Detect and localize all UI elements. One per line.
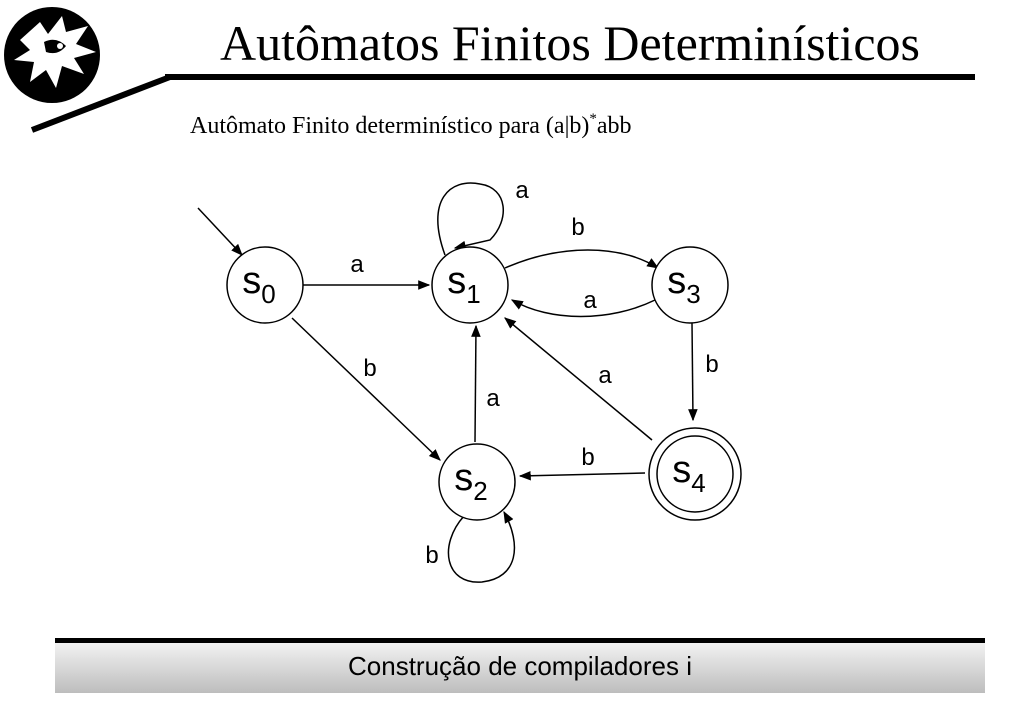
state-circle <box>431 246 509 324</box>
transition-label-s3-s4: b <box>705 351 718 378</box>
state-circle <box>656 435 734 513</box>
state-label: s0 <box>242 260 275 309</box>
state-label: s3 <box>667 260 700 309</box>
transition-label-s1-s3: b <box>571 214 584 241</box>
state-s2: s2 <box>438 443 516 521</box>
transition-arrow-s0-s2 <box>291 317 441 461</box>
footer-text: Construção de compiladores i <box>348 651 692 681</box>
transition-label-s0-s2: b <box>363 355 376 382</box>
state-s1: s1 <box>431 246 509 324</box>
diagram-caption: Autômato Finito determinístico para (a|b… <box>190 111 632 140</box>
transition-label-s2-s1: a <box>486 385 500 412</box>
caption-tail: abb <box>596 113 632 139</box>
footer-bar: Construção de compiladores i <box>55 638 985 693</box>
dragon-logo-icon <box>4 7 100 103</box>
caption-main: Autômato Finito determinístico para (a|b… <box>190 113 590 139</box>
state-s3: s3 <box>651 246 729 324</box>
transition-arrow-s3-s4 <box>688 322 698 422</box>
dfa-diagram: a b a b a b a b a b s0 s1 s2 s3 s4 <box>197 177 742 583</box>
transition-label-s4-s1: a <box>598 362 612 389</box>
transition-arrow-s4-s1 <box>504 317 653 441</box>
state-s4: s4 <box>648 427 742 521</box>
slide-title: Autômatos Finitos Determinísticos <box>220 15 920 71</box>
transition-arrow-s1-s3 <box>504 249 660 269</box>
accepting-ring <box>648 427 742 521</box>
state-label: s2 <box>454 457 487 506</box>
state-label: s4 <box>672 449 705 498</box>
initial-state-arrow <box>197 207 243 256</box>
transition-label-s2-s2: b <box>425 542 438 569</box>
state-circle <box>651 246 729 324</box>
transition-label-s1-s1: a <box>515 177 529 204</box>
state-label: s1 <box>447 260 480 309</box>
state-s0: s0 <box>226 246 304 324</box>
transition-arrow-s1-s1 <box>437 182 504 256</box>
state-circle <box>226 246 304 324</box>
transition-label-s0-s1: a <box>350 251 364 278</box>
caption-kleene-star: * <box>589 111 597 127</box>
transition-arrow-s2-s2 <box>447 510 516 583</box>
transition-arrow-s3-s1 <box>510 299 656 318</box>
transition-label-s4-s2: b <box>581 444 594 471</box>
transition-arrow-s2-s1 <box>471 324 481 443</box>
transition-arrow-s4-s2 <box>518 470 646 481</box>
title-underline <box>30 74 975 133</box>
state-circle <box>438 443 516 521</box>
transition-label-s3-s1: a <box>583 287 597 314</box>
